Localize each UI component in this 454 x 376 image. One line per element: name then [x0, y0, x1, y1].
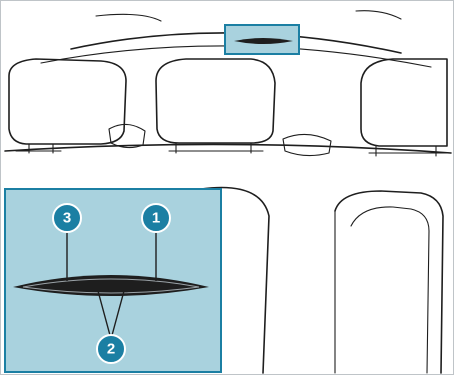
callout-3: 3 [53, 204, 81, 232]
headrest-center [156, 59, 275, 153]
detail-inset: 3 1 2 [5, 189, 221, 372]
callout-1-label: 1 [152, 210, 160, 227]
front-seat-right [335, 191, 443, 373]
headrest-right [361, 59, 447, 156]
callout-2: 2 [97, 335, 125, 363]
callout-3-label: 3 [63, 210, 71, 227]
overhead-module [225, 25, 299, 54]
vent-left [109, 124, 145, 147]
headrest-left [9, 59, 126, 153]
callout-1: 1 [142, 204, 170, 232]
callout-2-label: 2 [107, 341, 115, 358]
